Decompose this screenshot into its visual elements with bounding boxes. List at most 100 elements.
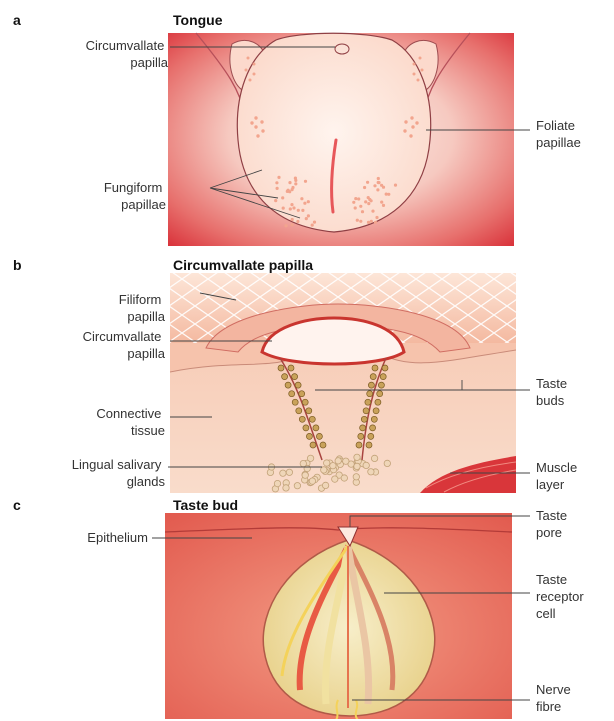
fungiform-papilla [394, 184, 397, 187]
gland-acinus [280, 470, 286, 476]
taste-bud-bead [358, 433, 364, 439]
fungiform-papilla [374, 221, 377, 224]
fungiform-papilla [289, 207, 292, 210]
taste-bud-bead [310, 442, 316, 448]
fungiform-papilla [288, 181, 291, 184]
fungiform-papilla [275, 181, 278, 184]
gland-acinus [274, 480, 280, 486]
fungiform-papilla [276, 187, 279, 190]
taste-bud-bead [368, 382, 374, 388]
fungiform-papilla [305, 217, 308, 220]
fungiform-papilla [359, 220, 362, 223]
taste-bud-bead [309, 416, 315, 422]
taste-bud-bead [360, 425, 366, 431]
taste-bud-bead [292, 374, 298, 380]
gland-acinus [353, 474, 359, 480]
taste-bud-bead [361, 416, 367, 422]
tongue [237, 33, 430, 232]
label-circumvallate-a: Circumvallate papilla [86, 38, 169, 70]
fungiform-papilla [367, 221, 370, 224]
label-fungiform: Fungiform papillae [104, 180, 166, 212]
fungiform-papilla [300, 197, 303, 200]
taste-bud-bead [377, 391, 383, 397]
fungiform-papilla [292, 206, 295, 209]
taste-bud-bead [368, 433, 374, 439]
fungiform-papilla [377, 177, 380, 180]
label-taste-buds: Taste buds [536, 376, 571, 408]
fungiform-papilla [286, 190, 289, 193]
fungiform-papilla [281, 196, 284, 199]
fungiform-papilla [370, 220, 373, 223]
gland-acinus [384, 460, 390, 466]
fungiform-papilla [291, 218, 294, 221]
fungiform-papilla [354, 197, 357, 200]
taste-bud-bead [366, 442, 372, 448]
taste-bud-bead [372, 365, 378, 371]
taste-bud-bead [371, 416, 377, 422]
taste-bud-bead [378, 382, 384, 388]
taste-bud-bead [370, 425, 376, 431]
panel-b-letter: b [13, 257, 22, 273]
panel-b: b Circumvallate papilla [13, 257, 581, 493]
fungiform-papilla [382, 204, 385, 207]
fungiform-papilla [366, 181, 369, 184]
taste-bud-bead [278, 365, 284, 371]
taste-bud-bead [313, 425, 319, 431]
taste-bud-bead [289, 391, 295, 397]
gland-acinus [294, 483, 300, 489]
gland-acinus [330, 463, 336, 469]
fungiform-papilla [380, 201, 383, 204]
gland-acinus [335, 458, 341, 464]
fungiform-papilla [277, 176, 280, 179]
fungiform-papilla [282, 207, 285, 210]
fungiform-papilla [354, 206, 357, 209]
taste-bud-bead [288, 365, 294, 371]
fungiform-papilla [294, 179, 297, 182]
gland-acinus [354, 454, 360, 460]
fungiform-papilla [307, 214, 310, 217]
panel-c: c Taste bud Epithelium Tas [13, 497, 587, 720]
taste-bud-bead [356, 442, 362, 448]
fungiform-papilla [352, 201, 355, 204]
gland-acinus [354, 463, 360, 469]
label-nerve: Nerve fibre [536, 682, 574, 714]
fungiform-papilla [356, 219, 359, 222]
gland-acinus [309, 478, 315, 484]
label-circumvallate-b: Circumvallate papilla [83, 329, 166, 361]
fungiform-papilla [290, 203, 293, 206]
fungiform-papilla [307, 200, 310, 203]
taste-bud-bead [363, 408, 369, 414]
fungiform-papilla [361, 210, 364, 213]
label-receptor: Taste receptor cell [536, 572, 587, 621]
taste-bud-bead [296, 408, 302, 414]
panel-a-title: Tongue [173, 12, 223, 28]
gland-acinus [371, 455, 377, 461]
fungiform-papilla [357, 197, 360, 200]
fungiform-papilla [297, 209, 300, 212]
panel-c-title: Taste bud [173, 497, 238, 513]
label-salivary: Lingual salivary glands [72, 457, 166, 489]
taste-bud-bead [303, 425, 309, 431]
taste-bud-bead [302, 399, 308, 405]
fungiform-papilla [313, 221, 316, 224]
circumvallate-papilla-mark [335, 44, 349, 54]
panel-c-letter: c [13, 497, 21, 513]
fungiform-papilla [377, 181, 380, 184]
taste-bud-bead [295, 382, 301, 388]
panel-b-title: Circumvallate papilla [173, 257, 313, 273]
gland-acinus [286, 469, 292, 475]
label-filiform: Filiform papilla [119, 292, 166, 324]
label-epithelium: Epithelium [87, 530, 148, 545]
gland-acinus [322, 482, 328, 488]
fungiform-papilla [376, 188, 379, 191]
fungiform-papilla [382, 186, 385, 189]
panel-a: a Tongue [13, 12, 581, 246]
taste-bud-bead [367, 391, 373, 397]
gland-acinus [283, 485, 289, 491]
fungiform-papilla [296, 220, 299, 223]
taste-bud-bead [370, 374, 376, 380]
fungiform-papilla [291, 188, 294, 191]
taste-bud-bead [299, 416, 305, 422]
fungiform-papilla [284, 224, 287, 227]
